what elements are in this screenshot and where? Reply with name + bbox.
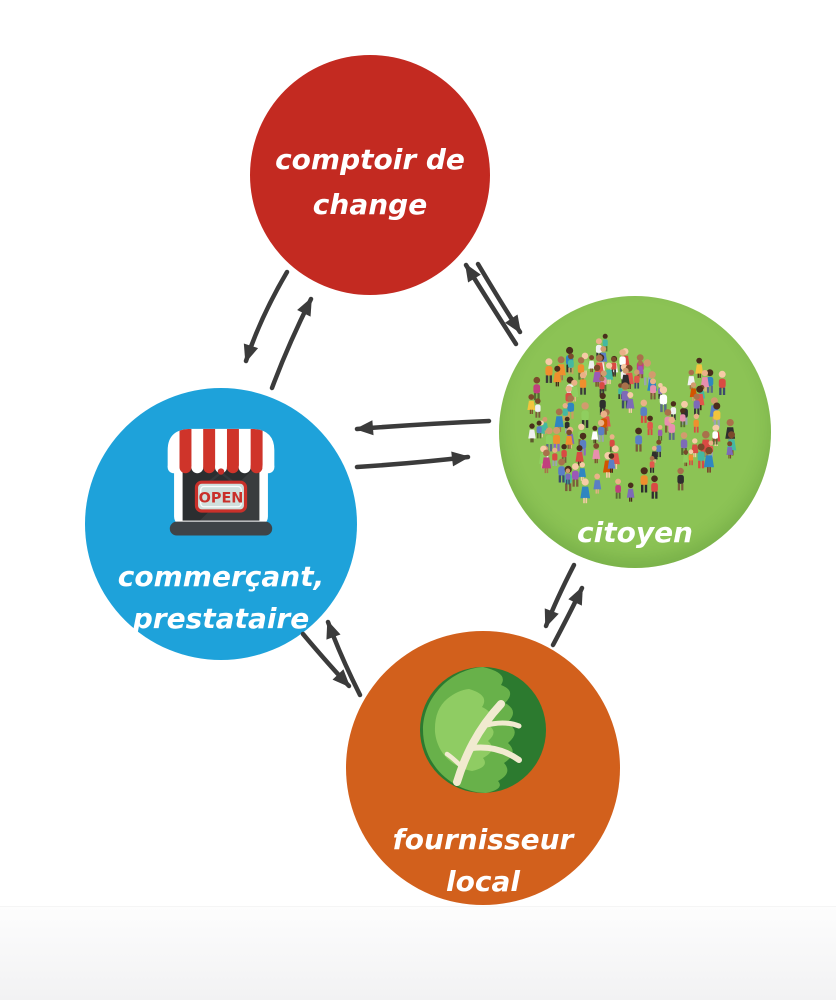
- node-label: fournisseur local: [346, 819, 620, 903]
- node-fournisseur-local: fournisseur local: [346, 631, 620, 905]
- node-comptoir-de-change: comptoir de change: [250, 55, 490, 295]
- arrow-supplier-to-citizen: [550, 585, 585, 648]
- arrow-citizen-to-supplier: [543, 562, 577, 629]
- node-label: commerçant, prestataire: [85, 556, 357, 640]
- cabbage-stem: [444, 700, 522, 786]
- node-label-line: comptoir de: [275, 143, 465, 176]
- open-sign-text: OPEN: [199, 490, 244, 506]
- storefront-awning: [167, 428, 275, 474]
- arrow-citizen-to-merchant: [354, 418, 492, 436]
- arrow-merchant-to-supplier: [300, 631, 352, 689]
- node-label-line: citoyen: [577, 516, 693, 549]
- cabbage-icon: [420, 667, 546, 793]
- node-citoyen: citoyen: [499, 296, 771, 568]
- node-label-line: fournisseur: [392, 823, 574, 856]
- node-label-line: commerçant,: [117, 560, 325, 593]
- arrow-merchant-to-change: [269, 296, 314, 391]
- storefront-base: [169, 521, 273, 536]
- storefront-open-icon: OPEN: [167, 428, 275, 536]
- arrow-change-to-merchant: [243, 269, 290, 364]
- crowd-icon: [527, 333, 737, 504]
- node-label-line: prestataire: [132, 602, 310, 635]
- open-sign: OPEN: [194, 468, 248, 513]
- node-commercant-prestataire: OPEN commerçant, prestataire: [85, 388, 357, 660]
- page-bottom-fade: [0, 906, 836, 1000]
- arrow-merchant-to-citizen: [354, 451, 471, 470]
- node-label-line: local: [446, 865, 520, 898]
- node-label: comptoir de change: [250, 137, 490, 227]
- node-label: citoyen: [499, 512, 771, 554]
- node-label-line: change: [312, 188, 428, 221]
